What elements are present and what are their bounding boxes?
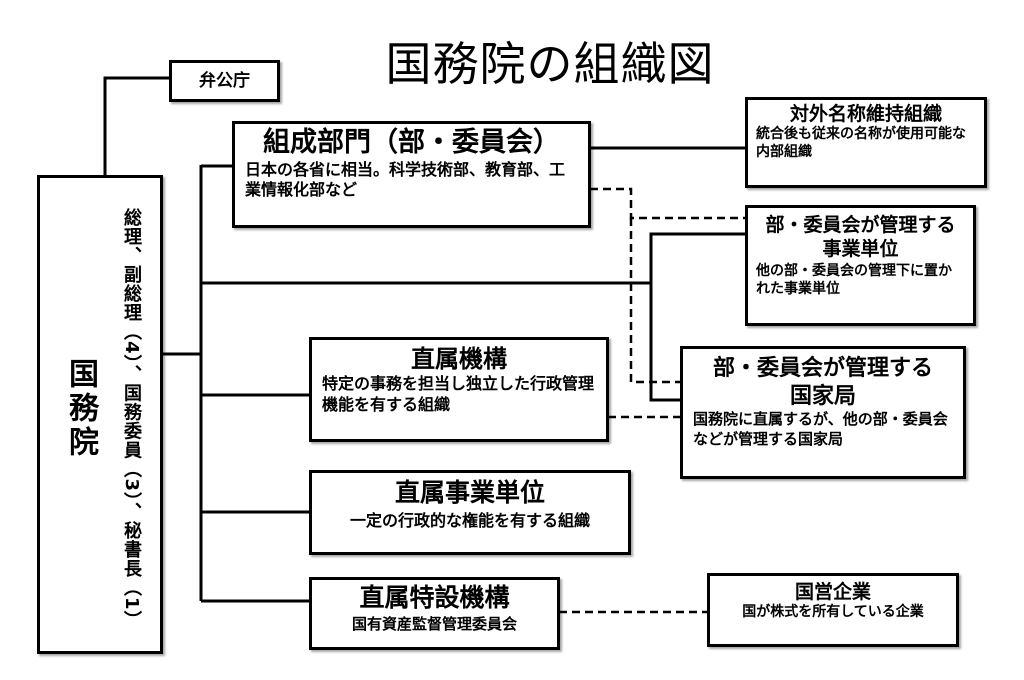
units-title: 直属事業単位 [394, 478, 545, 507]
edge-dashed-constituent-units [590, 187, 746, 220]
state-council-label: 国務院 [63, 358, 98, 460]
node-general-office: 弁公庁 [169, 60, 280, 102]
edge-state-council-general-office [103, 76, 170, 176]
units-desc: 一定の行政的な権能を有する組織 [349, 510, 590, 530]
edge-managed-branch [649, 232, 746, 402]
constituent-title: 組成部門（部・委員会） [263, 127, 560, 158]
state-enterprises-title: 国営企業 [794, 581, 871, 603]
constituent-desc: 日本の各省に相当。科学技術部、教育部、工業情報化部など [245, 159, 566, 200]
node-ministry-managed-units: 部・委員会が管理する事業単位 他の部・委員会の管理下に置かれた事業単位 [745, 205, 976, 326]
managed-units-desc: 他の部・委員会の管理下に置かれた事業単位 [756, 262, 952, 297]
special-agency-title: 直属特設機構 [359, 583, 510, 612]
managed-bureaus-title: 部・委員会が管理する国家局 [712, 356, 933, 409]
managed-units-title: 部・委員会が管理する事業単位 [765, 214, 956, 260]
node-state-council: 国務院 総理、副総理（4）、国務委員（3）、秘書長（1） [37, 175, 163, 654]
node-directly-affiliated-units: 直属事業単位 一定の行政的な権能を有する組織 [309, 470, 631, 555]
state-enterprises-desc: 国が株式を所有している企業 [742, 603, 924, 620]
managed-bureaus-desc: 国務院に直属するが、他の部・委員会などが管理する国家局 [693, 410, 948, 448]
node-external-name-org: 対外名称維持組織 統合後も従来の名称が使用可能な内部組織 [745, 97, 987, 188]
agencies-title: 直属機構 [411, 345, 507, 373]
edge-dashed-constituent-bureaus [629, 218, 681, 384]
node-ministry-managed-bureaus: 部・委員会が管理する国家局 国務院に直属するが、他の部・委員会などが管理する国家… [680, 346, 966, 479]
general-office-label: 弁公庁 [199, 70, 250, 91]
node-special-agency: 直属特設機構 国有資産監督管理委員会 [309, 577, 560, 650]
node-directly-affiliated-agencies: 直属機構 特定の事務を担当し独立した行政管理機能を有する組織 [309, 337, 609, 442]
agencies-desc: 特定の事務を担当し独立した行政管理機能を有する組織 [322, 374, 595, 415]
external-name-title: 対外名称維持組織 [789, 103, 942, 125]
node-constituent-departments: 組成部門（部・委員会） 日本の各省に相当。科学技術部、教育部、工業情報化部など [232, 121, 591, 228]
node-state-enterprises: 国営企業 国が株式を所有している企業 [707, 573, 959, 647]
state-council-members: 総理、副総理（4）、国務委員（3）、秘書長（1） [121, 208, 142, 630]
external-name-desc: 統合後も従来の名称が使用可能な内部組織 [756, 125, 966, 161]
special-agency-desc: 国有資産監督管理委員会 [351, 614, 517, 633]
diagram-title: 国務院の組織図 [385, 37, 715, 91]
